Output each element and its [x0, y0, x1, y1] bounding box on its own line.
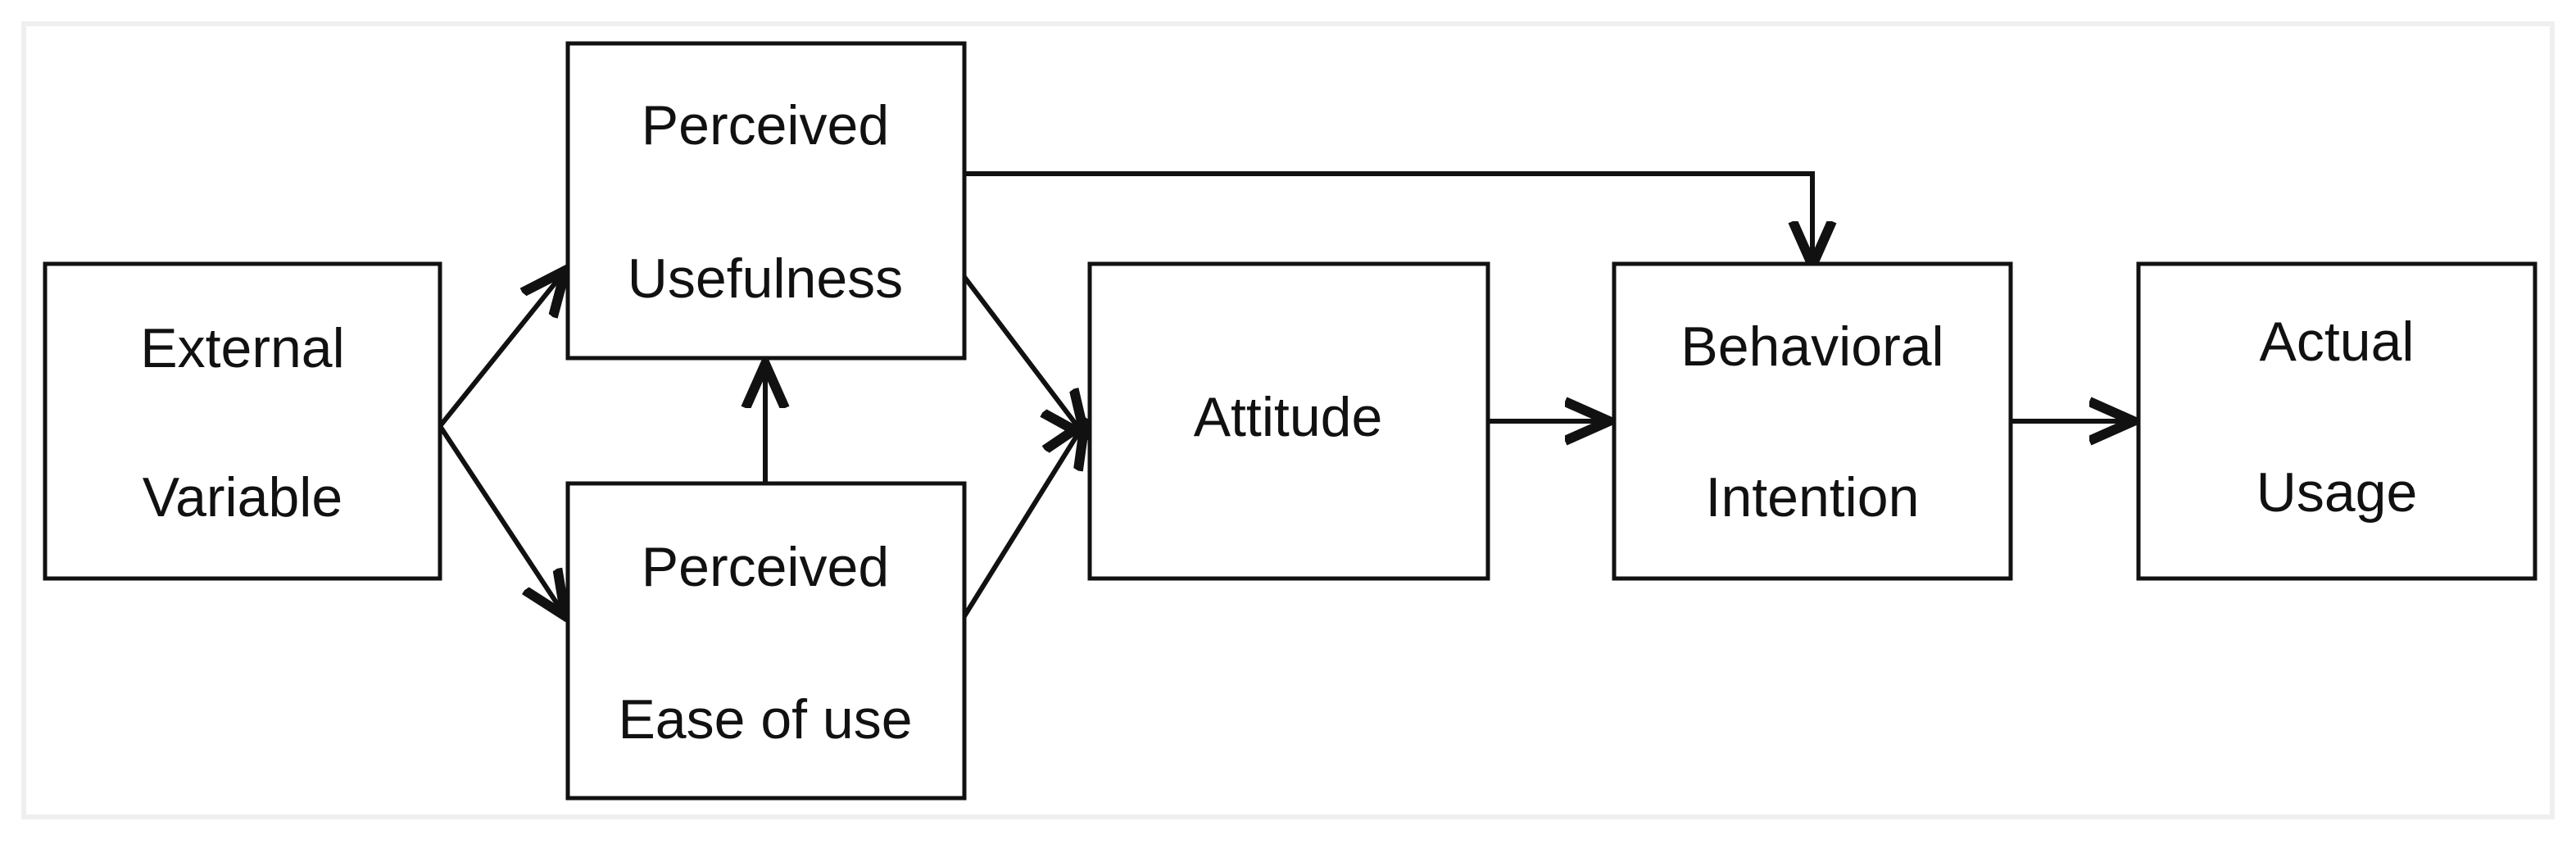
node-label-line1: Perceived [642, 536, 889, 598]
node-box [1087, 261, 1490, 581]
node-label-line2: Usefulness [628, 247, 903, 310]
node-label-line2: Ease of use [618, 688, 912, 751]
node-label: Attitude [1194, 386, 1383, 448]
node-label-line1: Actual [2260, 311, 2415, 373]
node-box [565, 41, 967, 361]
edge-external-to-ease [438, 424, 565, 616]
edge-external-to-usefulness [438, 270, 565, 428]
node-label-line2: Intention [1706, 466, 1920, 529]
node-label-line1: Behavioral [1680, 315, 1943, 378]
node-attitude: Attitude [1087, 261, 1490, 581]
node-perceived-ease: Perceived Ease of use [565, 481, 967, 801]
edge-usefulness-to-intention [964, 171, 1812, 265]
node-behavioral-intention: Behavioral Intention [1612, 261, 2013, 581]
node-perceived-usefulness: Perceived Usefulness [565, 41, 967, 361]
edge-ease-to-attitude [962, 423, 1085, 618]
node-box [565, 481, 967, 801]
node-box [2136, 261, 2537, 581]
node-box [1612, 261, 2013, 581]
node-label-line2: Usage [2256, 461, 2418, 524]
node-external-variable: External Variable [43, 261, 442, 581]
node-box [43, 261, 442, 581]
node-label-line1: External [140, 317, 344, 379]
node-label-line1: Perceived [642, 94, 889, 157]
node-label-line2: Variable [143, 466, 342, 529]
node-actual-usage: Actual Usage [2136, 261, 2537, 581]
edge-usefulness-to-attitude [962, 275, 1085, 436]
